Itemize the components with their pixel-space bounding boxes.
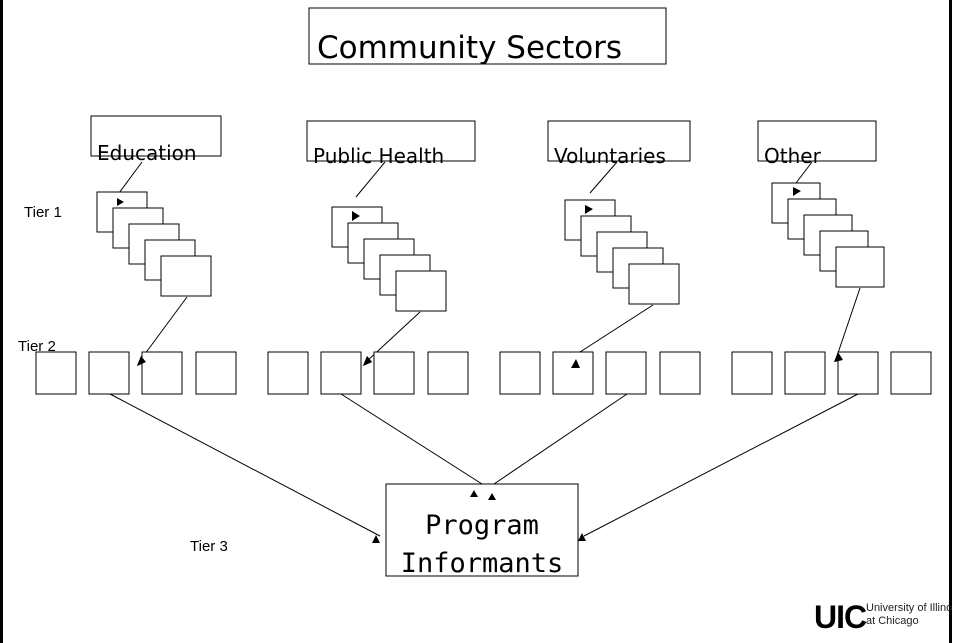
arrow-head (352, 211, 360, 221)
tier1-stack-education (96, 191, 212, 297)
tier2-row (35, 351, 932, 395)
tier2-box (659, 351, 701, 395)
tier2-box (890, 351, 932, 395)
sector-label: Voluntaries (554, 144, 666, 168)
tier2-box (784, 351, 826, 395)
stack-card (160, 255, 212, 297)
arrow-head (571, 359, 580, 368)
sector-box (90, 115, 222, 157)
uic-logo-line2: at Chicago (866, 615, 919, 627)
stack-card (628, 263, 680, 305)
sector-box (757, 120, 877, 162)
tier1-stack-voluntaries (564, 199, 680, 305)
tier1-stack-public-health (331, 206, 447, 312)
uic-logo-subtitle: University of Illinois at Chicago (866, 602, 953, 628)
tier3-label: Tier 3 (190, 538, 228, 555)
tier2-box (35, 351, 77, 395)
uic-logo-line1: University of Illinois (866, 602, 953, 614)
arrow-head (470, 490, 478, 497)
tier2-box (499, 351, 541, 395)
frame-left-border (0, 0, 3, 643)
connector-other-tier2 (835, 287, 861, 360)
sector-label: Public Health (313, 144, 444, 168)
sector-box (306, 120, 476, 162)
program-box (385, 483, 579, 577)
title-label: Community Sectors (317, 30, 622, 66)
tier2-box (552, 351, 594, 395)
stack-card (395, 270, 447, 312)
connector-tier2-program-3 (493, 393, 628, 485)
program-label-line1: Program (425, 510, 539, 541)
connector-tier2-program-1 (109, 393, 381, 537)
tier2-box (427, 351, 469, 395)
tier2-box (605, 351, 647, 395)
title-node: Community Sectors (308, 7, 667, 66)
title-box (308, 7, 667, 65)
connector-other-stack (795, 161, 813, 184)
uic-logo: UIC University of Illinois at Chicago (814, 599, 953, 638)
tier2-label: Tier 2 (18, 338, 56, 355)
connector-tier2-program-4 (583, 393, 859, 537)
sector-other: Other (757, 120, 877, 168)
sector-label: Education (97, 141, 197, 165)
tier2-box (320, 351, 362, 395)
connector-education-stack (118, 161, 143, 194)
tier1-label: Tier 1 (24, 204, 62, 221)
arrow-head (834, 352, 843, 362)
stack-card (835, 246, 885, 288)
arrow-head (117, 198, 124, 206)
connector-voluntaries-stack (589, 161, 618, 194)
connector-education-tier2 (138, 296, 188, 363)
sector-box (547, 120, 691, 162)
arrow-head (793, 187, 801, 196)
sector-education: Education (90, 115, 222, 165)
tier2-box (731, 351, 773, 395)
tier2-box (837, 351, 879, 395)
sector-label: Other (764, 144, 822, 168)
arrow-head (137, 356, 146, 366)
sector-voluntaries: Voluntaries (547, 120, 691, 168)
arrow-head (488, 493, 496, 500)
sector-public-health: Public Health (306, 120, 476, 168)
program-label-line2: Informants (401, 548, 564, 579)
tier2-box (373, 351, 415, 395)
connector-voluntaries-tier2 (579, 304, 654, 353)
connector-tier2-program-2 (340, 393, 483, 485)
arrow-head (578, 533, 586, 541)
arrow-head (585, 205, 593, 214)
frame-right-border (949, 0, 952, 643)
connector-public-health-stack (355, 161, 386, 198)
program-informants-node: Program Informants (385, 483, 579, 579)
uic-logo-mark: UIC (814, 599, 867, 635)
tier2-box (267, 351, 309, 395)
tier2-box (88, 351, 130, 395)
tier2-box (141, 351, 183, 395)
tier2-box (195, 351, 237, 395)
arrow-head (372, 535, 380, 543)
tier1-stack-other (771, 182, 885, 288)
arrow-head (363, 356, 372, 366)
